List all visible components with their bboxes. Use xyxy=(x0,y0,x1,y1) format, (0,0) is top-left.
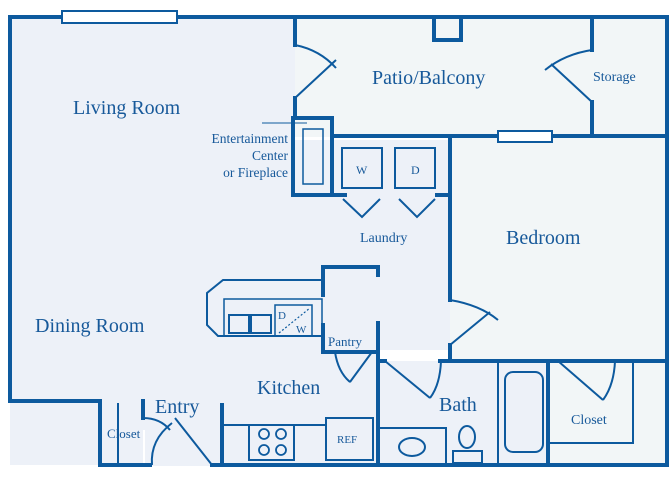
closet-floor xyxy=(550,361,667,466)
dryer-arrow-icon xyxy=(398,198,436,219)
sink-right xyxy=(250,314,272,334)
washer xyxy=(341,147,383,189)
counter-inset xyxy=(223,298,323,337)
label-dishwasher-d: D xyxy=(278,310,286,322)
label-living-room: Living Room xyxy=(73,97,181,119)
sink-left xyxy=(228,314,250,334)
label-dryer: D xyxy=(411,163,420,177)
toilet-tank xyxy=(452,450,483,464)
entry-closet-floor xyxy=(98,402,143,466)
entertainment-center xyxy=(302,128,324,185)
label-entertainment-2: Center xyxy=(252,148,288,163)
bedroom-floor xyxy=(450,137,667,361)
bathtub xyxy=(504,371,544,453)
walls xyxy=(8,15,669,467)
label-dining-room: Dining Room xyxy=(35,315,145,337)
label-kitchen: Kitchen xyxy=(257,377,320,399)
patio-floor xyxy=(295,17,595,137)
window-living xyxy=(61,10,178,24)
dishwasher xyxy=(274,304,313,337)
washer-arrow-icon xyxy=(342,198,381,219)
doors xyxy=(142,44,616,466)
bath-sink xyxy=(398,437,426,457)
toilet-bowl xyxy=(458,425,476,449)
window-bedroom xyxy=(497,130,553,143)
label-washer: W xyxy=(356,163,368,177)
label-entertainment-3: or Fireplace xyxy=(223,165,288,180)
dryer xyxy=(394,147,436,189)
living-dining-floor xyxy=(10,17,330,340)
refrigerator xyxy=(325,417,374,461)
label-entertainment-1: Entertainment xyxy=(212,131,289,146)
label-pantry: Pantry xyxy=(328,334,362,349)
label-patio: Patio/Balcony xyxy=(372,67,485,89)
label-storage: Storage xyxy=(593,70,636,85)
dishwasher-diagonal xyxy=(278,307,311,334)
label-dishwasher-w: W xyxy=(296,324,307,336)
label-bath: Bath xyxy=(439,394,477,416)
label-entry-closet: Closet xyxy=(107,426,141,441)
label-bedroom: Bedroom xyxy=(506,227,581,249)
storage-floor xyxy=(595,17,667,137)
label-bedroom-closet: Closet xyxy=(571,413,607,428)
label-laundry: Laundry xyxy=(360,231,407,246)
stove xyxy=(248,424,295,461)
label-ref: REF xyxy=(337,434,357,446)
label-entry: Entry xyxy=(155,396,199,418)
stove-burners-icon xyxy=(258,428,287,456)
